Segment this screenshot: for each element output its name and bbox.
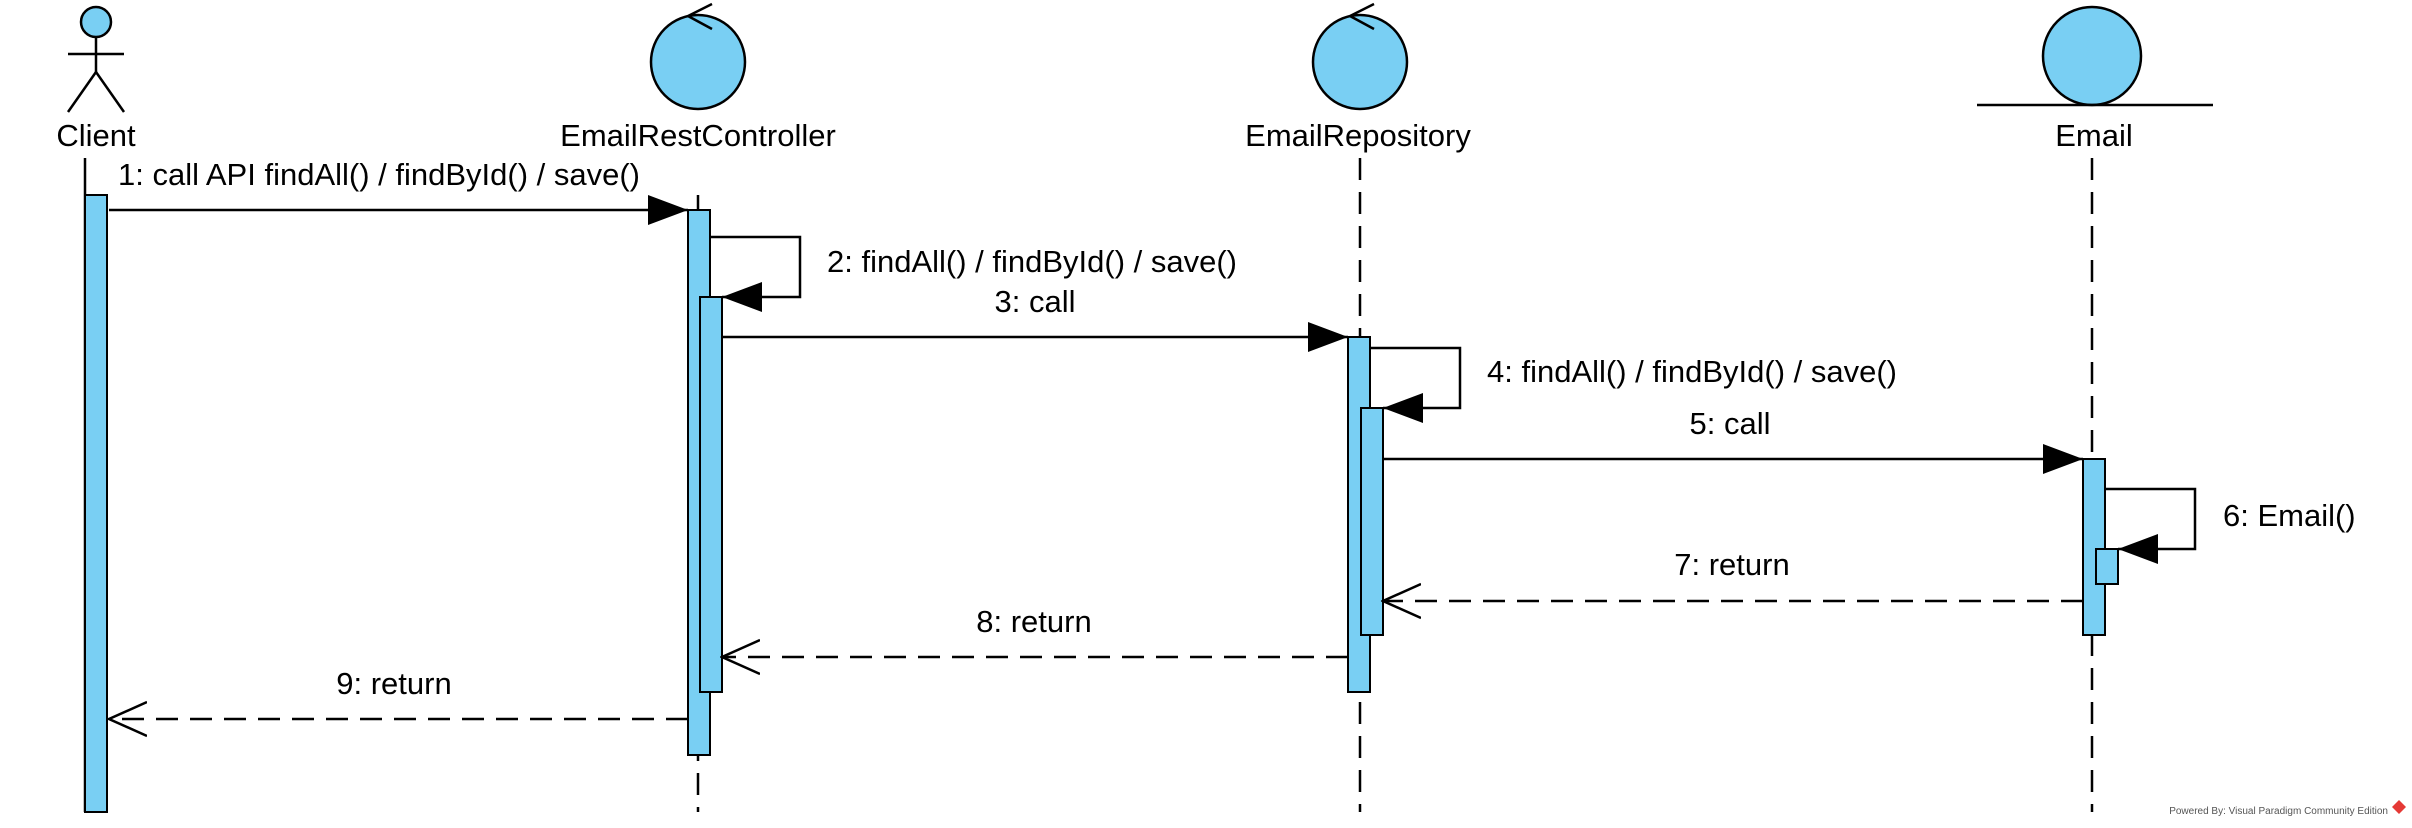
message-label: 3: call — [995, 284, 1076, 319]
activation-client — [84, 194, 108, 813]
control-icon — [1311, 2, 1409, 111]
participant-client: Client — [56, 5, 136, 153]
participant-name: Email — [2055, 118, 2133, 153]
actor-icon — [66, 5, 126, 113]
participant-email: Email — [1977, 5, 2213, 153]
entity-icon — [1977, 5, 2213, 107]
activation-repository-nested — [1360, 407, 1384, 636]
activation-controller-nested — [699, 296, 723, 693]
participant-name: Client — [56, 118, 136, 153]
participant-name: EmailRepository — [1245, 118, 1471, 153]
message-label: 9: return — [336, 666, 451, 701]
message-label: 5: call — [1690, 406, 1771, 441]
footer: Powered By: Visual Paradigm Community Ed… — [2169, 800, 2406, 817]
participant-controller: EmailRestController — [560, 2, 836, 153]
message-label: 4: findAll() / findById() / save() — [1487, 354, 1897, 389]
message-label: 8: return — [976, 604, 1091, 639]
message-4-arrow — [1370, 346, 1462, 423]
participant-repository: EmailRepository — [1245, 2, 1471, 153]
activations — [84, 194, 2119, 813]
participant-name: EmailRestController — [560, 118, 836, 153]
message-2-arrow — [710, 235, 802, 312]
messages — [109, 195, 2197, 719]
activation-email — [2082, 458, 2106, 636]
activation-email-nested — [2095, 548, 2119, 585]
message-6-arrow — [2105, 487, 2197, 564]
control-icon — [649, 2, 747, 111]
message-label: 1: call API findAll() / findById() / sav… — [118, 157, 640, 192]
message-label: 7: return — [1674, 547, 1789, 582]
footer-text: Powered By: Visual Paradigm Community Ed… — [2169, 806, 2388, 817]
visual-paradigm-logo-icon — [2392, 800, 2406, 814]
message-label: 6: Email() — [2223, 498, 2356, 533]
message-label: 2: findAll() / findById() / save() — [827, 244, 1237, 279]
message-labels: 1: call API findAll() / findById() / sav… — [118, 157, 2356, 701]
